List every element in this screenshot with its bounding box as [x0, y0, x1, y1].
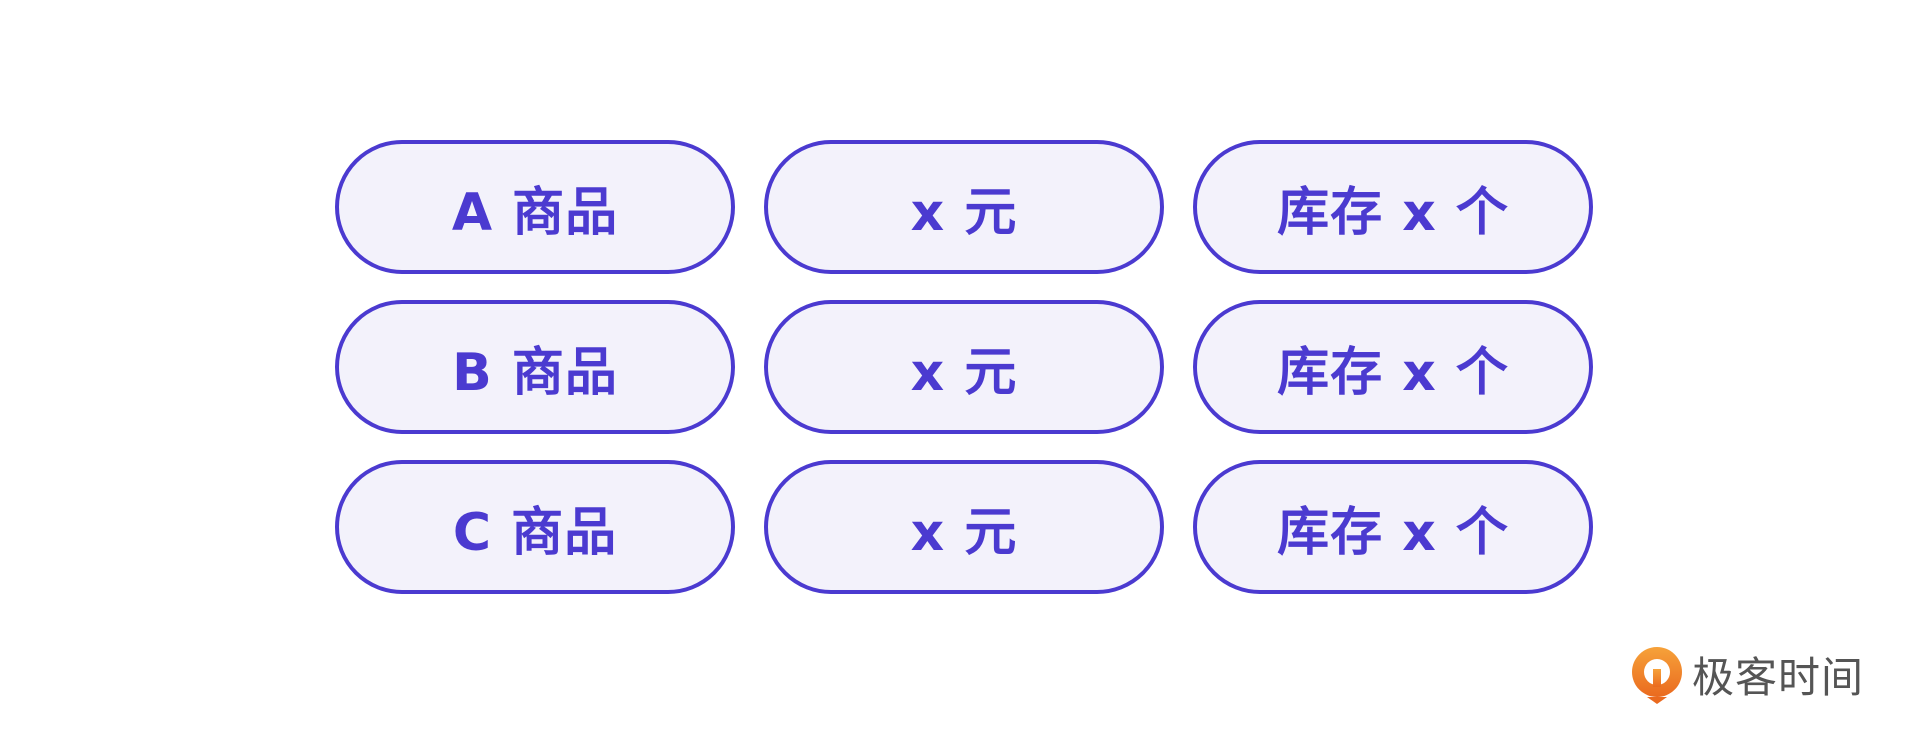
- geektime-logo-text: 极客时间: [1692, 653, 1865, 702]
- product-c-name: C 商品: [335, 460, 735, 594]
- geektime-logo-icon: [1630, 645, 1684, 705]
- product-a-price: x 元: [764, 140, 1164, 274]
- geektime-logo: 极客时间: [1630, 644, 1864, 705]
- product-a-name: A 商品: [335, 140, 735, 274]
- product-c-price: x 元: [764, 460, 1164, 594]
- product-c-stock: 库存 x 个: [1193, 460, 1593, 594]
- product-b-price: x 元: [764, 300, 1164, 434]
- product-table: A 商品 x 元 库存 x 个 B 商品 x 元 库存 x 个 C 商品 x 元…: [335, 140, 1593, 594]
- product-a-stock: 库存 x 个: [1193, 140, 1593, 274]
- product-b-stock: 库存 x 个: [1193, 300, 1593, 434]
- product-b-name: B 商品: [335, 300, 735, 434]
